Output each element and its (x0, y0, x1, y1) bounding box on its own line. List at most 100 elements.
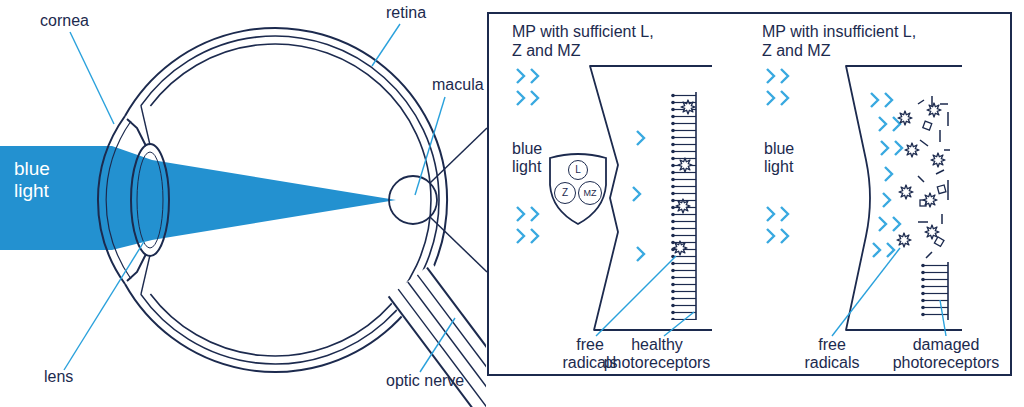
optic-nerve-body (387, 263, 486, 407)
retina-tissue (590, 66, 712, 330)
free-radical-star (673, 241, 687, 255)
photoreceptor-fragment (937, 185, 946, 194)
free-radical-star (678, 158, 692, 172)
light-chevron (893, 217, 900, 231)
iris-top (127, 119, 146, 146)
part-label: lens (44, 368, 104, 386)
pigment-circle: L (568, 160, 588, 180)
light-chevron (885, 167, 892, 181)
panel-heading: MP with insufficient L, Z and MZ (762, 22, 927, 60)
light-chevron (895, 141, 902, 155)
part-label: retina (386, 4, 466, 22)
light-chevron (885, 93, 892, 107)
part-label: macula (432, 76, 512, 94)
light-chevron (767, 69, 774, 83)
retina-tissue (846, 66, 962, 330)
light-chevron (893, 117, 900, 131)
blue-light-beam (0, 146, 396, 250)
light-chevron (871, 93, 878, 107)
photoreceptor-base (695, 92, 697, 320)
free-radical-star (905, 143, 919, 157)
leader-line (420, 318, 455, 372)
photoreceptor-fragment (934, 237, 944, 247)
panel-heading: MP with sufficient L, Z and MZ (512, 22, 662, 60)
circle-letter: Z (555, 183, 575, 203)
leader-line (64, 240, 145, 370)
photoreceptor-fragment (923, 121, 932, 130)
macula-circle (389, 176, 437, 224)
lens-inner (137, 152, 163, 248)
free-radical-star (931, 153, 945, 167)
light-chevron (767, 229, 774, 243)
light-chevron (767, 91, 774, 105)
free-radical-star (925, 225, 939, 239)
light-chevron (531, 69, 538, 83)
circle-letter: L (569, 161, 587, 179)
light-chevron (781, 91, 788, 105)
light-chevron (781, 69, 788, 83)
light-chevron (781, 229, 788, 243)
light-chevron (531, 207, 538, 221)
iris-bottom (127, 254, 146, 281)
light-chevron (767, 207, 774, 221)
ciliary-bottom (141, 255, 150, 294)
leader-line (596, 256, 676, 336)
part-label: free radicals (797, 336, 867, 372)
light-chevron (517, 69, 524, 83)
zoom-line (430, 128, 487, 183)
zoom-line (430, 217, 487, 272)
pigment-circle: Z (554, 182, 576, 204)
leader-line (664, 312, 694, 336)
light-chevron (879, 117, 886, 131)
free-radical-star (681, 100, 695, 114)
light-chevron (879, 217, 886, 231)
light-chevron (633, 187, 640, 201)
light-chevron (637, 247, 644, 261)
part-label: optic nerve (386, 372, 506, 390)
part-label: cornea (40, 12, 120, 30)
remaining-photoreceptors (920, 262, 948, 320)
free-radical-star (898, 111, 912, 125)
choroid-outline (141, 36, 439, 364)
broken-photoreceptors (918, 96, 950, 258)
cornea-outline (98, 116, 125, 284)
cornea-inner (106, 121, 131, 279)
leader-line (940, 300, 946, 336)
nerve-fiber (389, 296, 486, 407)
free-radical-star (897, 233, 911, 247)
light-chevron (637, 131, 644, 145)
light-chevron (781, 207, 788, 221)
free-radical-star (676, 199, 690, 213)
light-chevron (873, 243, 880, 257)
photoreceptor-base (947, 262, 949, 320)
light-chevron (517, 229, 524, 243)
optic-nerve (387, 263, 486, 407)
inset-panel: MP with sufficient L, Z and MZ blue light… (487, 12, 1012, 376)
lens-outline (131, 144, 169, 256)
free-radical-star (927, 103, 941, 117)
healthy-photoreceptors (670, 92, 696, 320)
light-label: blue light (764, 140, 814, 176)
leader-line (832, 248, 900, 336)
pigment-circle: MZ (578, 181, 602, 205)
leader-line (70, 32, 114, 124)
leader-line (372, 24, 400, 66)
light-chevron (883, 193, 890, 207)
part-label: healthy photoreceptors (600, 336, 714, 372)
circle-letter: MZ (579, 182, 601, 204)
part-label: damaged photoreceptors (888, 336, 1004, 372)
light-label: blue light (512, 140, 562, 176)
light-chevron (531, 91, 538, 105)
light-chevron (517, 207, 524, 221)
part-label: blue light (14, 158, 74, 202)
free-radical-star (923, 193, 937, 207)
light-chevron (517, 91, 524, 105)
light-chevron (531, 229, 538, 243)
light-chevron (881, 141, 888, 155)
free-radical-star (899, 185, 913, 199)
ciliary-top (141, 106, 150, 145)
inside-light-chevrons (871, 93, 902, 257)
